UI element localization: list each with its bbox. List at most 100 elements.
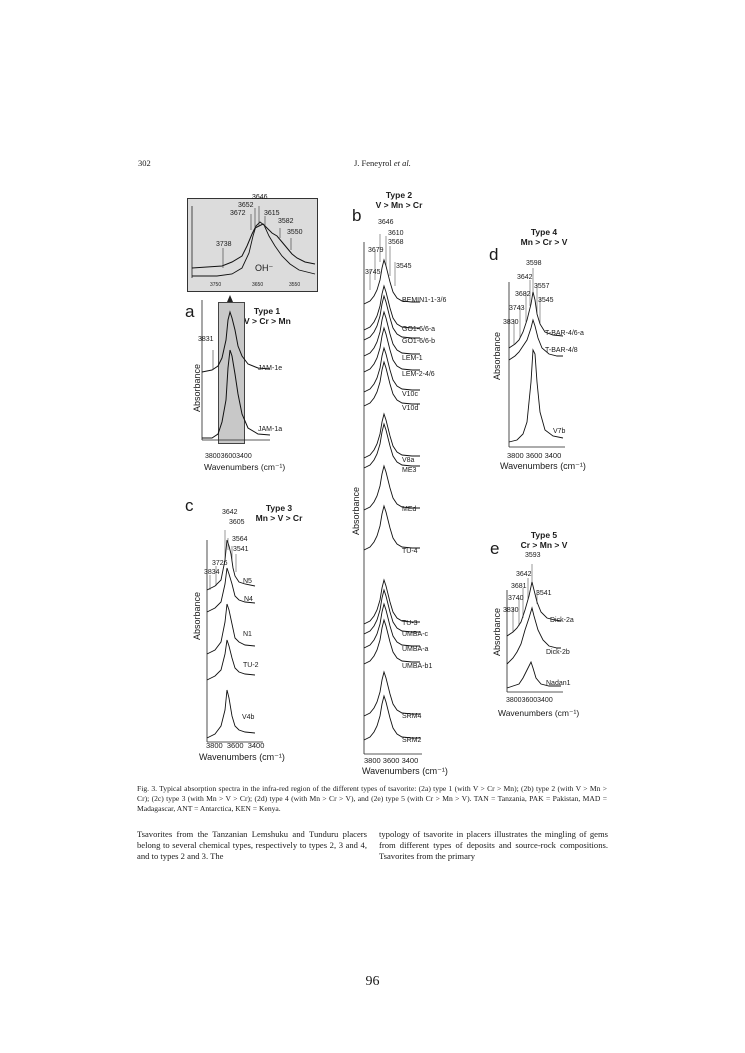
panel-b-formula: V > Mn > Cr bbox=[375, 200, 423, 211]
inset-tick: 3750 bbox=[210, 282, 222, 288]
panel-c-spectrum-label: N1 bbox=[243, 631, 252, 638]
panel-c-peak-label: 3605 bbox=[229, 519, 245, 526]
panel-b-peak-label: 3610 bbox=[388, 230, 404, 237]
panel-b-spectrum-trace bbox=[363, 602, 420, 649]
panel-c-letter: c bbox=[185, 496, 194, 515]
panel-a-letter: a bbox=[185, 302, 195, 321]
inset-spectrum bbox=[191, 206, 316, 278]
panel-c-spectrum-label: N5 bbox=[243, 578, 252, 585]
panel-b-spectrum-label: SRM2 bbox=[402, 737, 422, 744]
panel-d-formula: Mn > Cr > V bbox=[520, 237, 568, 248]
panel-c-ylabel: Absorbance bbox=[192, 591, 202, 640]
panel-b-spectrum-trace bbox=[363, 346, 420, 393]
panel-e-spectrum-label: Dick-2b bbox=[546, 649, 570, 656]
panel-b-spectrum-trace bbox=[363, 618, 420, 665]
panel-c-peak-label: 3726 bbox=[212, 560, 228, 567]
panel-e-type: Type 5 bbox=[530, 530, 558, 540]
running-header-authors: J. Feneyrol bbox=[354, 158, 392, 168]
inset-peak-label: 3582 bbox=[278, 218, 294, 225]
panel-c-peak-label: 3834 bbox=[204, 569, 220, 576]
panel-a-spectra bbox=[201, 295, 271, 441]
panel-b-spectrum-label: TU-4 bbox=[402, 548, 418, 555]
panel-c-xtick: 3600 bbox=[226, 741, 244, 750]
panel-e-xticks: 380036003400 bbox=[506, 697, 553, 704]
panel-e-spectrum-label: Dick-2a bbox=[550, 617, 574, 624]
inset-tick: 3650 bbox=[252, 282, 264, 288]
panel-e-title: Type 5 Cr > Mn > V bbox=[512, 530, 576, 550]
panel-b-spectrum-label: GO1-6/6-b bbox=[402, 338, 436, 345]
panel-c-type: Type 3 bbox=[265, 503, 293, 513]
panel-a-xticks: 380036003400 bbox=[205, 453, 252, 460]
panel-b-spectrum-trace bbox=[363, 422, 420, 469]
panel-c-xtick: 3400 bbox=[247, 741, 265, 750]
panel-d-spectrum-label: T-BAR-4/8 bbox=[545, 347, 578, 354]
panel-e-peak-label: 3830 bbox=[503, 607, 519, 614]
panel-b-spectrum-label: UMBA-a bbox=[402, 646, 429, 653]
body-text-right: typology of tsavorite in placers illustr… bbox=[379, 829, 608, 861]
panel-b-peak-label: 3646 bbox=[378, 219, 394, 226]
panel-c-xtick: 3800 bbox=[206, 741, 223, 750]
panel-b-title: Type 2 V > Mn > Cr bbox=[366, 190, 432, 210]
running-header: J. Feneyrol et al. bbox=[354, 158, 411, 168]
footer-page-number: 96 bbox=[365, 974, 380, 989]
panel-d-spectrum-label: V7b bbox=[553, 428, 566, 435]
panel-c-xticks: 3800 3600 3400 bbox=[206, 742, 264, 750]
panel-b-spectrum-trace bbox=[363, 284, 420, 331]
panel-b-spectrum-trace bbox=[363, 670, 420, 717]
panel-d-ylabel: Absorbance bbox=[492, 331, 502, 380]
panel-b-xticks: 3800 3600 3400 bbox=[364, 757, 418, 765]
panel-b-spectrum-trace bbox=[363, 294, 420, 341]
running-header-etal: et al. bbox=[393, 158, 411, 168]
figure-caption: Fig. 3. Typical absorption spectra in th… bbox=[137, 784, 607, 813]
panel-b-spectrum-label: UMBA-c bbox=[402, 631, 429, 638]
panel-a-title: Type 1 V > Cr > Mn bbox=[244, 306, 291, 327]
panel-b-spectrum-label: MEd bbox=[402, 506, 417, 513]
panel-a-spectrum-label: JAM-1e bbox=[258, 365, 283, 372]
panel-c-peak-label: 3564 bbox=[232, 536, 248, 543]
panel-c-title: Type 3 Mn > V > Cr bbox=[254, 503, 304, 523]
panel-a-formula: V > Cr > Mn bbox=[244, 316, 291, 327]
panel-e-letter: e bbox=[490, 539, 500, 558]
panel-c-spectra bbox=[206, 530, 263, 743]
panel-b-xtick: 3800 bbox=[364, 756, 381, 765]
panel-b-xlabel: Wavenumbers (cm⁻¹) bbox=[362, 766, 448, 776]
inset-peak-label: 3738 bbox=[216, 241, 232, 248]
panel-c-xlabel: Wavenumbers (cm⁻¹) bbox=[199, 752, 285, 762]
panel-b-peak-label: 3745 bbox=[365, 269, 381, 276]
panel-b-spectrum-trace bbox=[363, 464, 420, 511]
panel-b-letter: b bbox=[352, 206, 362, 225]
panel-b-xtick: 3600 bbox=[382, 756, 400, 765]
panel-e-peak-label: 3681 bbox=[511, 583, 527, 590]
panel-b-spectrum-trace bbox=[363, 310, 420, 357]
panel-d-peak-label: 3557 bbox=[534, 283, 550, 290]
panel-b-spectrum-label: ME3 bbox=[402, 467, 417, 474]
panel-b-spectrum-label: SRM4 bbox=[402, 713, 422, 720]
panel-d-xtick: 3400 bbox=[544, 451, 562, 460]
panel-e-xlabel: Wavenumbers (cm⁻¹) bbox=[498, 708, 580, 718]
panel-b-spectrum-label: LEM-1 bbox=[402, 355, 423, 362]
panel-a-spectrum-label: JAM-1a bbox=[258, 426, 283, 433]
panel-e-formula: Cr > Mn > V bbox=[520, 540, 568, 551]
panel-c-spectrum-label: V4b bbox=[242, 714, 255, 721]
panel-e-peak-label: 3541 bbox=[536, 590, 552, 597]
panel-d-peak-label: 3682 bbox=[515, 291, 531, 298]
inset-peak-label: 3550 bbox=[287, 229, 303, 236]
panel-e-peak-label: 3642 bbox=[516, 571, 532, 578]
panel-d-xtick: 3800 bbox=[507, 451, 524, 460]
panel-c-peak-label: 3642 bbox=[222, 509, 238, 516]
panel-d-spectrum-label: T-BAR-4/6-a bbox=[545, 330, 584, 337]
panel-c-spectrum-label: TU-2 bbox=[243, 662, 259, 669]
panel-b-spectrum-trace bbox=[363, 504, 420, 551]
panel-b-spectra bbox=[363, 234, 422, 755]
inset-oh-label: OH⁻ bbox=[255, 263, 274, 273]
panel-d-type: Type 4 bbox=[530, 227, 558, 237]
panel-a-ylabel: Absorbance bbox=[192, 363, 202, 412]
panel-d-spectra bbox=[508, 268, 565, 448]
panel-d-xtick: 3600 bbox=[525, 451, 543, 460]
panel-e-spectra bbox=[506, 564, 563, 693]
panel-c-spectrum-label: N4 bbox=[244, 596, 253, 603]
panel-d-peak-label: 3743 bbox=[509, 305, 525, 312]
panel-e-spectrum-label: Nadan1 bbox=[546, 680, 571, 687]
inset-peak-label: 3615 bbox=[264, 210, 280, 217]
panel-e-peak-label: 3740 bbox=[508, 595, 524, 602]
